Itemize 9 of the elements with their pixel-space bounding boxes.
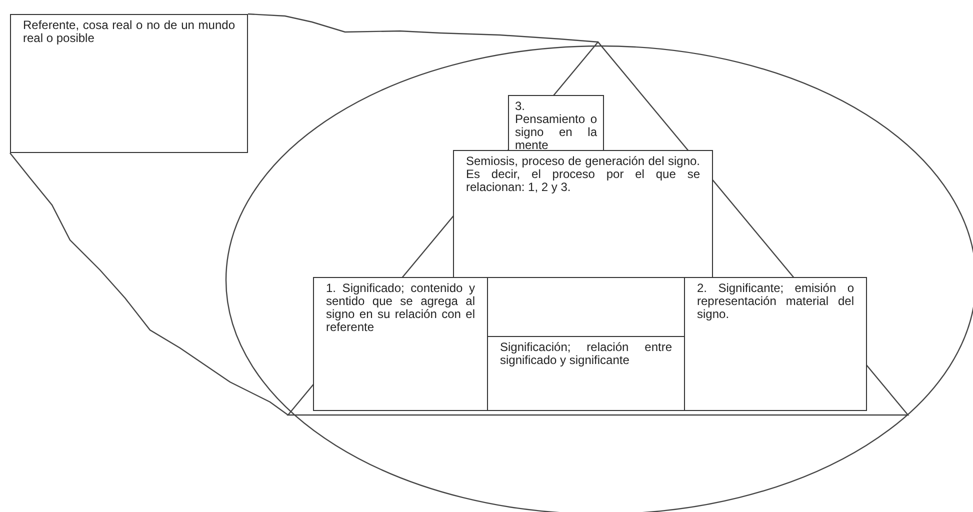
box-text: 2. Significante; emisión o representación material del signo. xyxy=(697,282,854,321)
connector-line xyxy=(10,152,288,416)
text-box xyxy=(10,14,248,153)
box-text: 3. Pensamiento o signo en la mente xyxy=(515,100,597,152)
box-text: Referente, cosa real o no de un mundo real o posible xyxy=(23,19,235,45)
box-text: 1. Significado; contenido y sentido que se agrega al signo en su relación con el referente xyxy=(326,282,475,334)
connector-line xyxy=(248,13,598,43)
box-text: Significación; relación entre significado y significante xyxy=(500,341,672,367)
box-text: Semiosis, proceso de generación del signo. Es decir, el proceso por el que se relacionan: 1, 2 y 3. xyxy=(466,155,700,194)
